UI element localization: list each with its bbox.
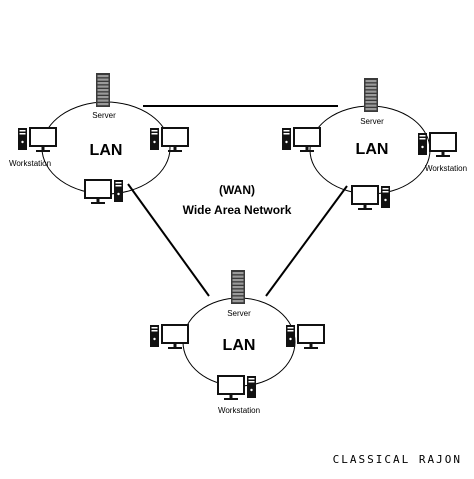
server-icon (96, 73, 110, 107)
workstation-icon (17, 127, 57, 153)
workstation-icon (149, 324, 189, 350)
workstation-icon (351, 185, 391, 211)
workstation-label: Workstation (218, 406, 260, 415)
server-icon (364, 78, 378, 112)
wan-link-right (265, 185, 348, 297)
workstation-icon (149, 127, 189, 153)
workstation-icon (217, 375, 257, 401)
workstation-icon (84, 179, 124, 205)
workstation-label: Workstation (9, 159, 51, 168)
workstation-icon (285, 324, 325, 350)
workstation-icon (281, 127, 321, 153)
wan-link-left (127, 183, 210, 297)
server-label: Server (92, 111, 116, 120)
lan-label: LAN (223, 337, 256, 354)
server-icon (231, 270, 245, 304)
lan-top-left: Server LAN Workstation (9, 73, 189, 205)
server-label: Server (360, 117, 384, 126)
lan-bottom: Server LAN Workstation (149, 270, 325, 415)
lan-label: LAN (90, 142, 123, 159)
wan-links (127, 105, 348, 297)
lan-top-right: Server LAN Workstation (281, 78, 467, 211)
wan-name: Wide Area Network (183, 203, 292, 217)
workstation-icon (417, 132, 457, 158)
server-label: Server (227, 309, 251, 318)
workstation-label: Workstation (425, 164, 467, 173)
lan-label: LAN (356, 141, 389, 158)
wan-abbr: (WAN) (219, 183, 255, 197)
watermark: CLASSICAL RAJON (333, 453, 462, 466)
